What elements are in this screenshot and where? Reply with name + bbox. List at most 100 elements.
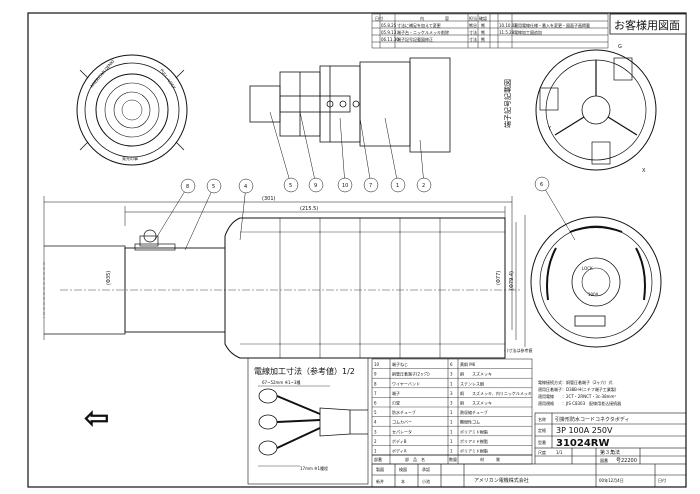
parts-cell-name: 刃受 (392, 400, 400, 406)
tb-company: アメリカン電機株式会社 (474, 477, 529, 484)
parts-cell-qty: 3 (450, 391, 453, 396)
parts-cell-qty: 3 (450, 372, 453, 377)
rev-row1-check: 熊 (481, 22, 485, 28)
parts-cell-name: ゴムカバー (392, 419, 412, 425)
rev-right1-content: 適用電線仕様・番入を変更・図面子画掲載 (514, 22, 590, 28)
parts-cell-no: 5 (374, 410, 377, 415)
balloon-top-2: 9 (314, 183, 317, 189)
rev-row1-person: 熊谷 (469, 22, 477, 28)
tb-sign-1: 新井 (376, 478, 384, 484)
parts-cell-qty: 1 (450, 439, 453, 444)
wire-dim2: 17mm ※1種程 (300, 465, 328, 471)
spec-line2: 適用圧着端子：D38B-H(ニチフ端子工業製) (538, 386, 617, 392)
balloons-mid (154, 178, 254, 251)
parts-cell-name: 端子ねじ (392, 361, 408, 367)
rev-right1-date: 10.10.01 (499, 23, 517, 28)
tb-drawing-no-label: 図番 (600, 457, 608, 463)
balloon-mid-2: 5 (212, 184, 215, 190)
parts-cell-material: 銅 スズメッキ (460, 400, 492, 406)
wire-dim1: 67~52mm ※1~3種 (262, 379, 300, 385)
dim-body: (215.5) (300, 206, 318, 212)
hollow-arrow: ⇦ (84, 401, 109, 436)
sheet-border (27, 12, 687, 488)
rear-label-y: Y (547, 126, 552, 132)
parts-cell-name: 端子 (392, 390, 400, 396)
rev-head-date: 日付 (375, 15, 383, 21)
rear-label-x: X (642, 168, 646, 174)
side-view (76, 54, 188, 166)
revision-table (371, 13, 609, 49)
parts-cell-name: 銅管圧着端子(2ヶ穴) (392, 371, 430, 377)
parts-cell-qty: 1 (450, 381, 453, 386)
rev-head-check: 確認 (479, 15, 487, 21)
rev-row2-person: 寸法 (469, 29, 477, 35)
rev-row2-content: 端子台・ニッケルメッキ削除 (397, 29, 449, 35)
parts-head-name: 部 品 名 (405, 456, 425, 462)
ring-text-bottom: 発光の事 (122, 155, 138, 161)
parts-cell-material: ポリアミド樹脂 (460, 438, 488, 444)
tb-scale-value: 1/1 (556, 450, 563, 455)
rev-head-content2: 容 (445, 15, 449, 21)
balloons-top (269, 111, 432, 193)
balloon-top-5: 1 (396, 183, 399, 189)
balloon-top-4: 7 (369, 183, 372, 189)
parts-cell-material: 難燃性ゴム (460, 419, 480, 425)
face-view (530, 216, 662, 348)
parts-cell-qty: 1 (450, 449, 453, 454)
parts-cell-no: 7 (374, 391, 377, 396)
parts-head-no: 部番 (374, 456, 382, 462)
rev-row1-date: 05.8.25 (381, 23, 397, 28)
parts-cell-material: ポリアミド樹脂 (460, 428, 488, 434)
rev-row3-content: 端子記号記載図修正 (397, 36, 433, 42)
parts-cell-name: ワイヤーバンド (392, 381, 420, 386)
tb-projection: 第３角法 (600, 449, 620, 456)
body-side-view (43, 217, 520, 359)
rev-head-person: 担当 (469, 15, 477, 21)
tb-model-label: 型番 (538, 439, 546, 445)
tb-sign-3: 小池 (422, 478, 430, 484)
tb-sign-head-2: 検図 (399, 466, 407, 472)
dimension-lines (43, 196, 526, 347)
rev-row1-content: 寸法に補足を加えて変更 (397, 22, 441, 28)
dim-cord: (Φ35) (106, 271, 112, 285)
dim-overall: (301) (262, 196, 275, 202)
parts-cell-no: 1 (374, 449, 377, 454)
face-brand: LOCK (582, 266, 593, 271)
tb-model-value: 31024RW (556, 438, 610, 449)
wire-drawing (247, 357, 369, 485)
title-block-grid (371, 412, 687, 488)
dim-body-dia1: (Φ77) (496, 271, 502, 285)
parts-cell-no: 6 (374, 401, 377, 406)
rev-row2-date: 05.9.13 (381, 30, 397, 35)
face-rating: 100A (588, 292, 599, 297)
parts-cell-qty: 1 (450, 420, 453, 425)
balloon-top-3: 10 (342, 183, 348, 189)
tb-rating-label: 定格 (538, 427, 546, 433)
tb-date-label: 日付 (658, 477, 666, 483)
parts-cell-qty: 6 (450, 362, 453, 367)
parts-cell-name: ボディB (392, 438, 407, 444)
ref-note: ( )寸法は参考値 (504, 347, 532, 353)
dim-body-dia2: (Φ79.4) (509, 271, 515, 290)
rev-right2-content: 電線加工図追加 (514, 29, 542, 35)
parts-cell-qty: 1 (450, 410, 453, 415)
exploded-view (249, 57, 451, 153)
balloon-top-6: 2 (422, 183, 425, 189)
rev-row2-check: 熊 (481, 29, 485, 35)
parts-cell-material: 黄銅 M6 (460, 361, 476, 367)
tb-sign-head-3: 承認 (422, 466, 430, 472)
spec-line4: 適用規格 ：JIS C8303 配線用差込接続器 (538, 400, 621, 406)
parts-cell-no: 10 (374, 362, 380, 367)
parts-head-material: 材 質 (480, 456, 500, 462)
parts-cell-name: ボディA (392, 448, 407, 454)
parts-cell-no: 2 (374, 439, 377, 444)
tb-sign-2: 本 (401, 478, 405, 484)
customer-box (609, 13, 687, 35)
balloon-right-label: 6 (540, 182, 543, 188)
parts-cell-material: 熱収縮チューブ (460, 409, 488, 415)
parts-cell-material: ポリアミド樹脂 (460, 448, 488, 454)
tb-name-value: 引掛形防水コードコネクタボディ (555, 416, 629, 423)
rev-row3-date: 06.11.30 (381, 37, 399, 42)
